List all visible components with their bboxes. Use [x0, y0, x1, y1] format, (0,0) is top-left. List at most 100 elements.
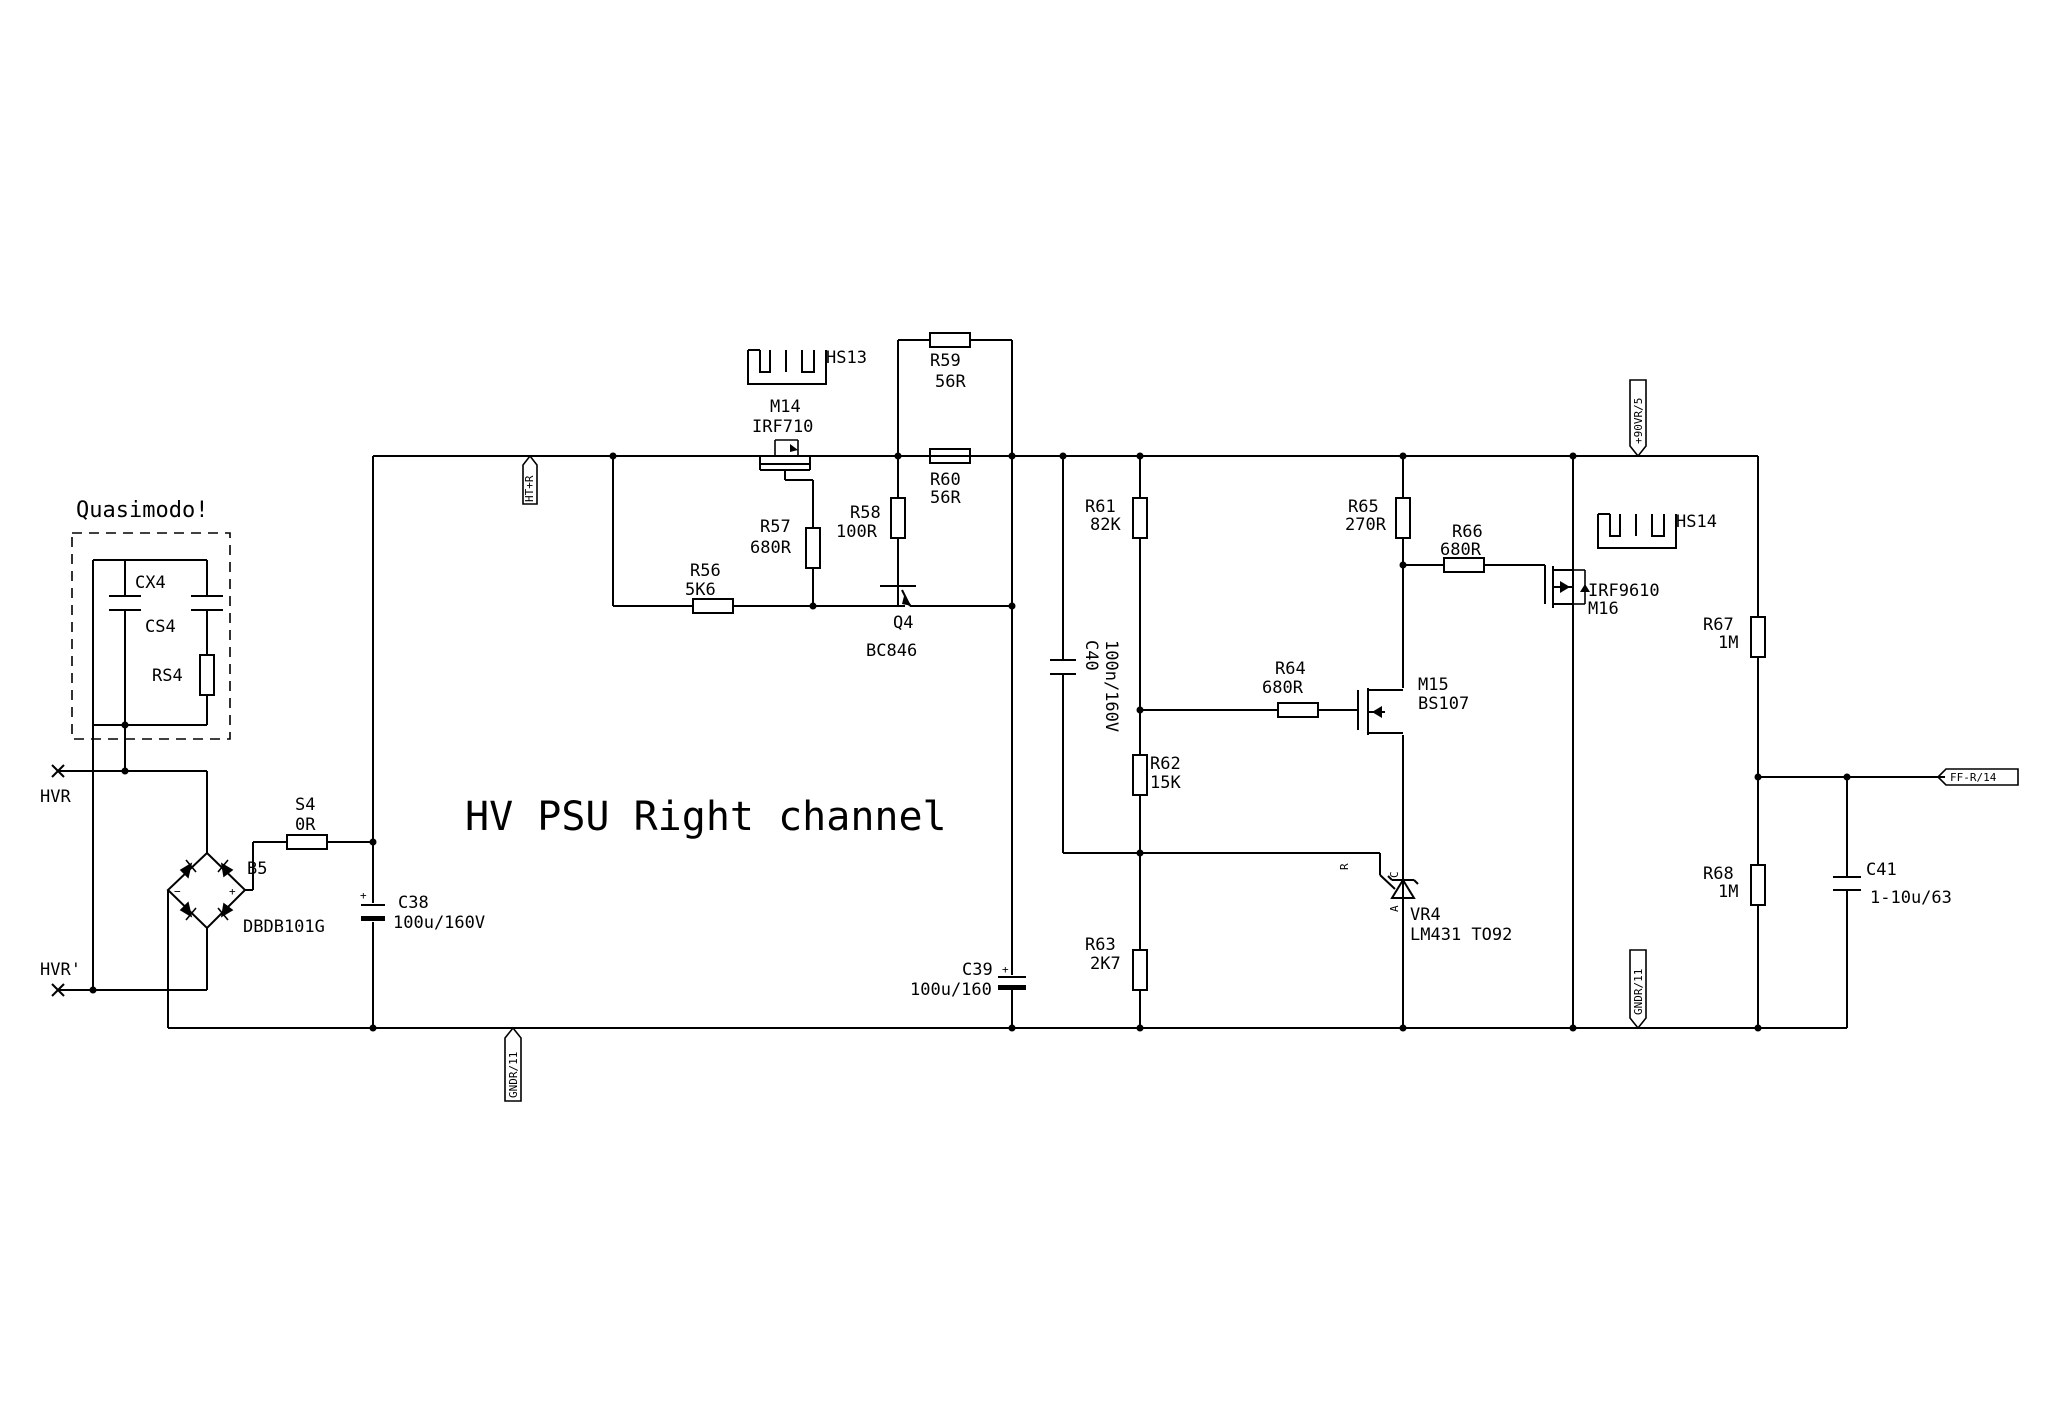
gnd-left-label: GNDR/11	[507, 1052, 520, 1098]
r59-ref: R59	[930, 351, 961, 371]
r67-ref: R67	[1703, 615, 1734, 635]
v90-label: +90VR/5	[1632, 398, 1645, 444]
resistor-r63: R63 2K7	[1085, 935, 1148, 991]
c39-value: 100u/160	[910, 980, 992, 1000]
b5-value: DBDB101G	[243, 917, 325, 937]
junctions	[89, 452, 1851, 1032]
cs4-ref: CS4	[145, 617, 176, 637]
rs4-ref: RS4	[152, 666, 183, 686]
resistor-r58: R58 100R	[836, 497, 906, 542]
r58-value: 100R	[836, 522, 878, 542]
transistor-q4: Q4 BC846	[866, 585, 917, 661]
quasimodo-group: Quasimodo! CX4 CS4 RS4	[71, 498, 231, 740]
r62-value: 15K	[1150, 773, 1181, 793]
r68-ref: R68	[1703, 864, 1734, 884]
m14-ref: M14	[770, 397, 801, 417]
r57-ref: R57	[760, 517, 791, 537]
q4-value: BC846	[866, 641, 917, 661]
ff-port: FF-R/14	[1936, 768, 2019, 786]
ht-label: HT+R	[523, 475, 536, 502]
capacitor-c40: C40 100n/160V	[1050, 640, 1121, 732]
r60-ref: R60	[930, 470, 961, 490]
r58-ref: R58	[850, 503, 881, 523]
bridge-b5: − + B5 DBDB101G	[166, 851, 325, 937]
mosfet-m14: M14 IRF710	[752, 397, 813, 481]
vr4-pin-a: A	[1388, 905, 1401, 912]
svg-text:−: −	[174, 885, 181, 898]
r63-ref: R63	[1085, 935, 1116, 955]
resistor-r60: R60 56R	[929, 448, 971, 508]
r57-value: 680R	[750, 538, 792, 558]
quasimodo-label: Quasimodo!	[76, 498, 208, 523]
svg-text:+: +	[1002, 963, 1009, 976]
hvr2-port: HVR'	[40, 960, 81, 997]
capacitor-c39: + C39 100u/160	[910, 960, 1026, 1000]
r59-value: 56R	[935, 372, 966, 392]
s4-value: 0R	[295, 815, 316, 835]
r60-value: 56R	[930, 488, 961, 508]
gnd-right-label: GNDR/11	[1632, 969, 1645, 1015]
cx4-ref: CX4	[135, 573, 166, 593]
ht-port: HT+R	[522, 454, 538, 505]
r61-value: 82K	[1090, 515, 1121, 535]
r63-value: 2K7	[1090, 954, 1121, 974]
mosfet-m16: IRF9610 M16	[1544, 566, 1660, 619]
resistor-r57: R57 680R	[750, 517, 821, 569]
resistor-s4: S4 0R	[286, 795, 328, 850]
resistor-r67: R67 1M	[1703, 615, 1766, 658]
resistor-r59: R59 56R	[929, 332, 971, 392]
resistor-r61: R61 82K	[1085, 497, 1148, 539]
vr4-pin-c: C	[1388, 871, 1401, 878]
c38-value: 100u/160V	[393, 913, 485, 933]
vr4-ref: VR4	[1410, 905, 1441, 925]
hvr-port: HVR	[40, 764, 71, 807]
m16-value: IRF9610	[1588, 581, 1660, 601]
s4-ref: S4	[295, 795, 315, 815]
r66-ref: R66	[1452, 522, 1483, 542]
sheet-title: HV PSU Right channel	[465, 794, 947, 840]
v90-port: +90VR/5	[1629, 379, 1647, 458]
m16-ref: M16	[1588, 599, 1619, 619]
hvr2-label: HVR'	[40, 960, 81, 980]
c40-ref: C40	[1081, 640, 1101, 671]
capacitor-c41: C41 1-10u/63	[1833, 860, 1952, 908]
gnd-port-left: GNDR/11	[504, 1026, 522, 1102]
resistor-r68: R68 1M	[1703, 864, 1766, 906]
c41-ref: C41	[1866, 860, 1897, 880]
heatsink-hs13: HS13	[747, 348, 867, 385]
m14-value: IRF710	[752, 417, 813, 437]
b5-ref: B5	[247, 859, 267, 879]
r64-ref: R64	[1275, 659, 1306, 679]
heatsink-hs14: HS14	[1597, 512, 1717, 549]
hs14-ref: HS14	[1676, 512, 1717, 532]
mosfet-m15: M15 BS107	[1357, 675, 1469, 735]
c38-ref: C38	[398, 893, 429, 913]
r62-ref: R62	[1150, 754, 1181, 774]
svg-text:+: +	[229, 885, 236, 898]
ff-label: FF-R/14	[1950, 771, 1997, 784]
c41-value: 1-10u/63	[1870, 888, 1952, 908]
q4-ref: Q4	[893, 613, 913, 633]
gnd-port-right: GNDR/11	[1629, 949, 1647, 1030]
resistor-r65: R65 270R	[1345, 497, 1411, 539]
r56-ref: R56	[690, 561, 721, 581]
r68-value: 1M	[1718, 882, 1738, 902]
regulator-vr4: R C A VR4 LM431 TO92	[1338, 863, 1512, 1028]
wires	[58, 339, 1945, 1029]
resistor-r62: R62 15K	[1132, 754, 1181, 796]
resistor-r64: R64 680R	[1262, 659, 1319, 718]
c40-value: 100n/160V	[1101, 640, 1121, 732]
svg-text:+: +	[360, 889, 367, 902]
r67-value: 1M	[1718, 633, 1738, 653]
vr4-pin-r: R	[1338, 863, 1351, 870]
r61-ref: R61	[1085, 497, 1116, 517]
hvr-label: HVR	[40, 787, 71, 807]
vr4-value: LM431 TO92	[1410, 925, 1512, 945]
capacitor-c38: + C38 100u/160V	[360, 889, 485, 933]
c39-ref: C39	[962, 960, 993, 980]
m15-value: BS107	[1418, 694, 1469, 714]
hs13-ref: HS13	[826, 348, 867, 368]
r66-value: 680R	[1440, 540, 1482, 560]
m15-ref: M15	[1418, 675, 1449, 695]
